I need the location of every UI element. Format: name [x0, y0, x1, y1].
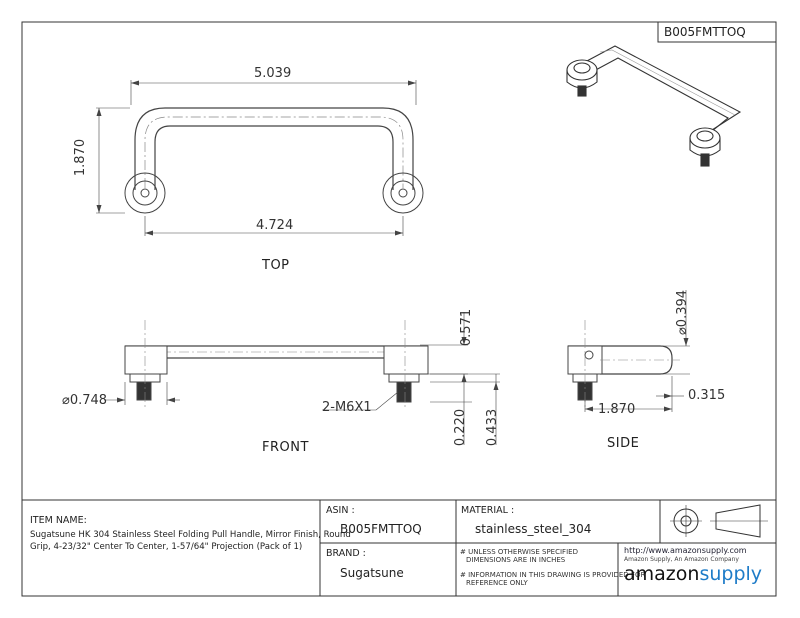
dim-front-dia-value: 0.748 — [69, 393, 108, 408]
note-reference-line2: REFERENCE ONLY — [466, 579, 528, 587]
dim-front-0571: 0.571 — [459, 308, 475, 347]
title-block — [22, 499, 776, 596]
diameter-symbol: ⌀ — [675, 327, 691, 336]
part-code-box — [657, 21, 777, 43]
material-value: stainless_steel_304 — [475, 522, 592, 536]
logo-supply-text: supply — [699, 563, 763, 585]
asin-value: B005FMTTOQ — [340, 522, 422, 536]
item-name-line1: Sugatsune HK 304 Stainless Steel Folding… — [30, 530, 351, 540]
dim-side-dia-value: 0.394 — [675, 289, 691, 328]
brand-label: BRAND : — [326, 548, 366, 559]
dim-front-0433: 0.433 — [485, 408, 501, 447]
company-name: Amazon Supply, An Amazon Company — [624, 556, 739, 563]
sheet-border — [21, 21, 777, 597]
dim-front-thread: 2-M6X1 — [322, 400, 372, 415]
material-label: MATERIAL : — [461, 505, 515, 516]
note-units-line2: DIMENSIONS ARE IN INCHES — [466, 556, 566, 564]
view-label-side: SIDE — [607, 436, 640, 451]
asin-label: ASIN : — [326, 505, 355, 516]
brand-value: Sugatsune — [340, 566, 404, 580]
dim-top-height: 1.870 — [73, 138, 89, 177]
view-label-front: FRONT — [262, 440, 309, 455]
side-view — [567, 290, 690, 412]
dim-front-dia: ⌀0.748 — [62, 393, 107, 408]
note-reference-line1: # INFORMATION IN THIS DRAWING IS PROVIDE… — [460, 571, 646, 579]
item-name-line2: Grip, 4-23/32" Center To Center, 1-57/64… — [30, 542, 303, 552]
isometric-view — [566, 45, 742, 167]
view-label-top: TOP — [262, 258, 290, 273]
dim-side-0315: 0.315 — [688, 388, 726, 403]
amazon-supply-logo: amazonsupply — [624, 563, 762, 585]
dim-side-dia: ⌀0.394 — [675, 290, 690, 335]
note-units-line1: # UNLESS OTHERWISE SPECIFIED — [460, 548, 578, 556]
dim-top-center: 4.724 — [256, 218, 294, 233]
diameter-symbol: ⌀ — [62, 393, 70, 408]
logo-amazon-text: amazon — [624, 563, 700, 585]
item-name-label: ITEM NAME: — [30, 515, 87, 526]
front-view — [104, 312, 500, 445]
dim-top-length: 5.039 — [254, 66, 292, 81]
part-code: B005FMTTOQ — [664, 25, 746, 39]
amazon-supply-link[interactable]: http://www.amazonsupply.com — [624, 546, 747, 555]
dim-side-1870: 1.870 — [598, 402, 636, 417]
top-view — [96, 80, 424, 236]
dim-front-0220: 0.220 — [453, 408, 469, 447]
